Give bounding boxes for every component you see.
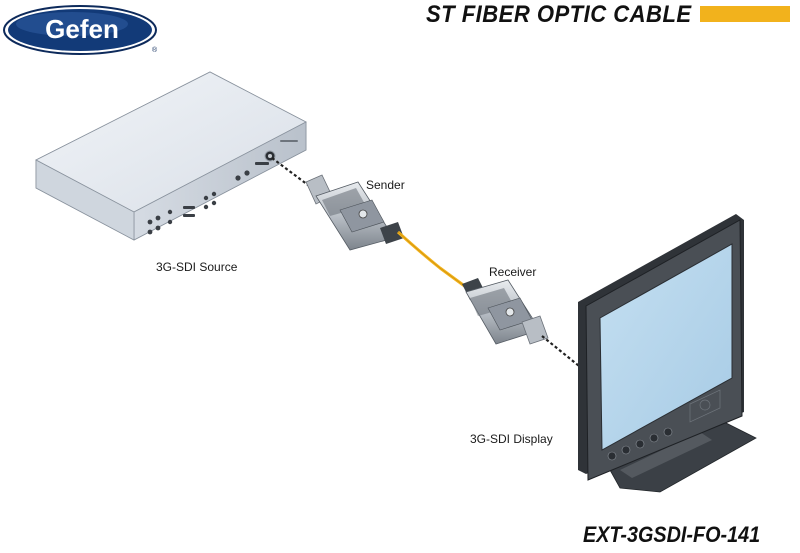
fiber-optic-cable-icon — [396, 230, 471, 292]
svg-text:®: ® — [152, 46, 158, 54]
monitor-display-icon — [578, 214, 757, 493]
sdi-source-box-icon — [35, 71, 307, 241]
title-accent-bar — [700, 6, 790, 22]
page-title: ST FIBER OPTIC CABLE — [426, 1, 692, 28]
model-number: EXT-3GSDI-FO-141 — [583, 522, 761, 547]
gefen-logo-icon: Gefen ® — [3, 5, 158, 55]
sender-label: Sender — [366, 178, 405, 192]
brand-text: Gefen — [45, 14, 119, 44]
fiber-sender-unit-icon — [305, 174, 404, 251]
receiver-label: Receiver — [489, 265, 537, 279]
source-label: 3G-SDI Source — [156, 260, 238, 274]
sdi-cable-display-icon — [541, 335, 585, 371]
fiber-receiver-unit-icon — [462, 278, 549, 345]
display-label: 3G-SDI Display — [470, 432, 553, 446]
sdi-cable-source-icon — [271, 157, 313, 189]
